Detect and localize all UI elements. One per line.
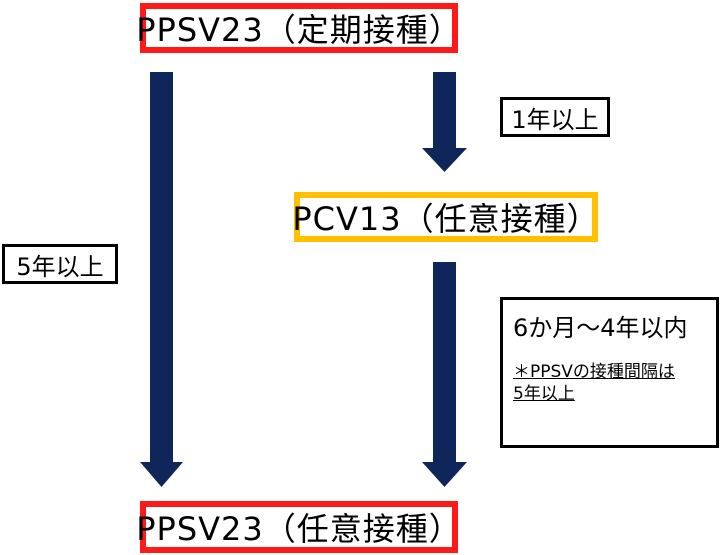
ppsv-interval-note: ＊PPSVの接種間隔は 5年以上 (513, 361, 706, 405)
pcv13-optional-box: PCV13（任意接種） (292, 192, 600, 242)
pcv13-optional-label: PCV13（任意接種） (292, 200, 600, 238)
second-interval-note-box: 6か月〜4年以内 ＊PPSVの接種間隔は 5年以上 (500, 297, 719, 448)
ppsv23-regular-box: PPSV23（定期接種） (136, 3, 461, 53)
note-line-1: ＊PPSVの接種間隔は (513, 362, 675, 382)
long-interval-label: 5年以上 (16, 252, 104, 281)
ppsv23-optional-label: PPSV23（任意接種） (136, 510, 462, 548)
note-line-2: 5年以上 (513, 384, 575, 404)
ppsv23-optional-box: PPSV23（任意接種） (136, 501, 461, 553)
first-interval-box: 1年以上 (500, 97, 610, 137)
upper-right-arrow (422, 72, 467, 172)
first-interval-label: 1年以上 (511, 105, 599, 134)
second-interval-label: 6か月〜4年以内 (513, 314, 688, 342)
long-interval-box: 5年以上 (2, 244, 118, 284)
ppsv23-regular-label: PPSV23（定期接種） (136, 11, 462, 49)
left-arrow (140, 72, 183, 487)
lower-right-arrow (422, 262, 467, 487)
